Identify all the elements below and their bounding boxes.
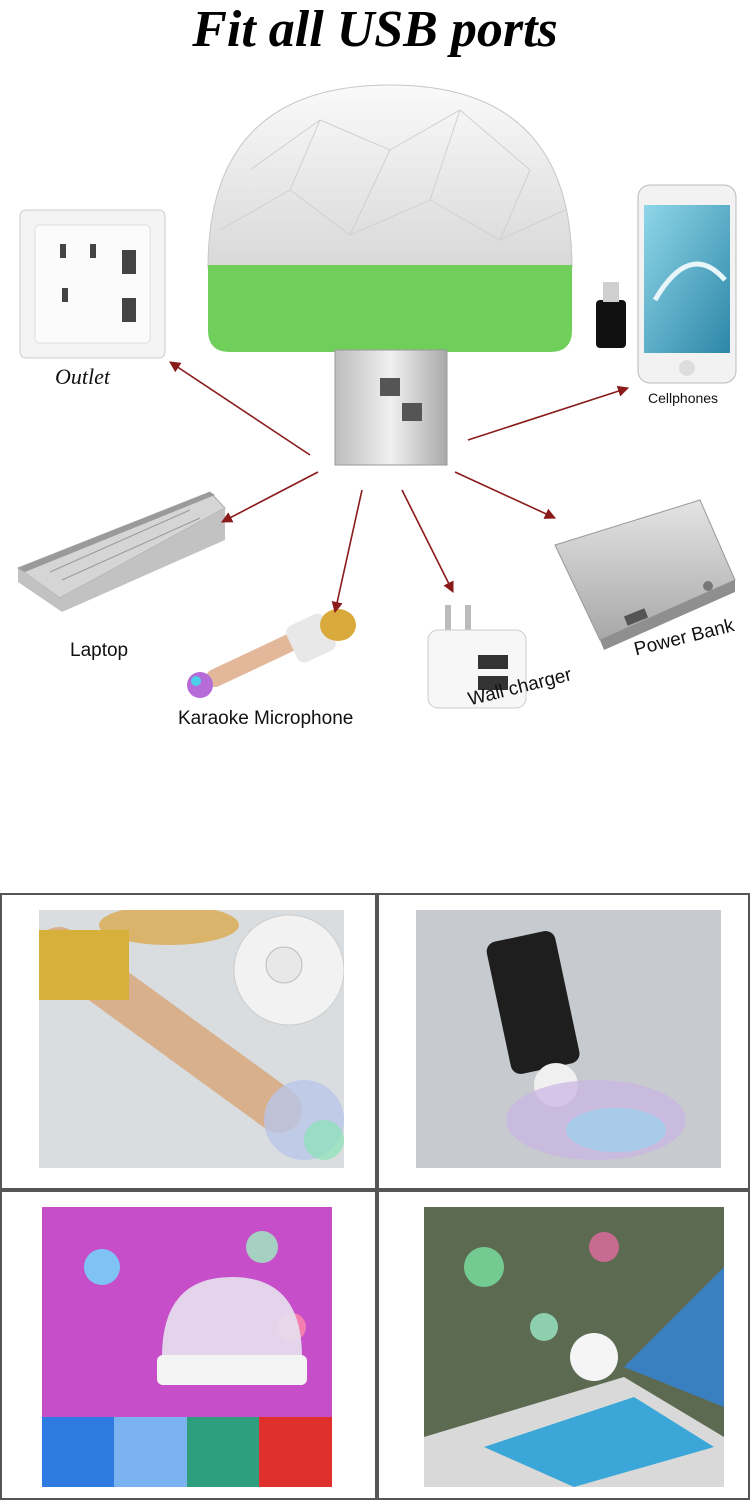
connection-arrows	[169, 361, 630, 614]
karaoke-microphone-label: Karaoke Microphone	[178, 708, 354, 729]
phone-with-lamp-photo	[416, 910, 721, 1168]
lamp-colored-lights-photo	[42, 1207, 332, 1487]
usb-compatibility-diagram	[16, 84, 737, 709]
page-title: Fit all USB ports	[192, 1, 558, 58]
cellphones-label: Cellphones	[648, 390, 719, 406]
cellphone-image	[596, 184, 737, 384]
outlet-label: Outlet	[55, 364, 110, 389]
wall-outlet-image	[19, 209, 166, 359]
laptop-label: Laptop	[70, 640, 129, 661]
photo-panel-laptop	[377, 1190, 750, 1500]
microphone-with-lamp-photo	[39, 910, 344, 1168]
power-bank-image	[554, 499, 736, 650]
photo-panel-microphone	[0, 893, 377, 1190]
usb-disco-lamp	[207, 84, 573, 466]
photo-panel-lamp-colors	[0, 1190, 377, 1500]
laptop-with-lamp-photo	[424, 1207, 724, 1487]
laptop-image	[16, 491, 226, 612]
photo-panel-phone	[377, 893, 750, 1190]
wall-charger-image	[427, 605, 527, 709]
karaoke-microphone-image	[187, 609, 356, 698]
